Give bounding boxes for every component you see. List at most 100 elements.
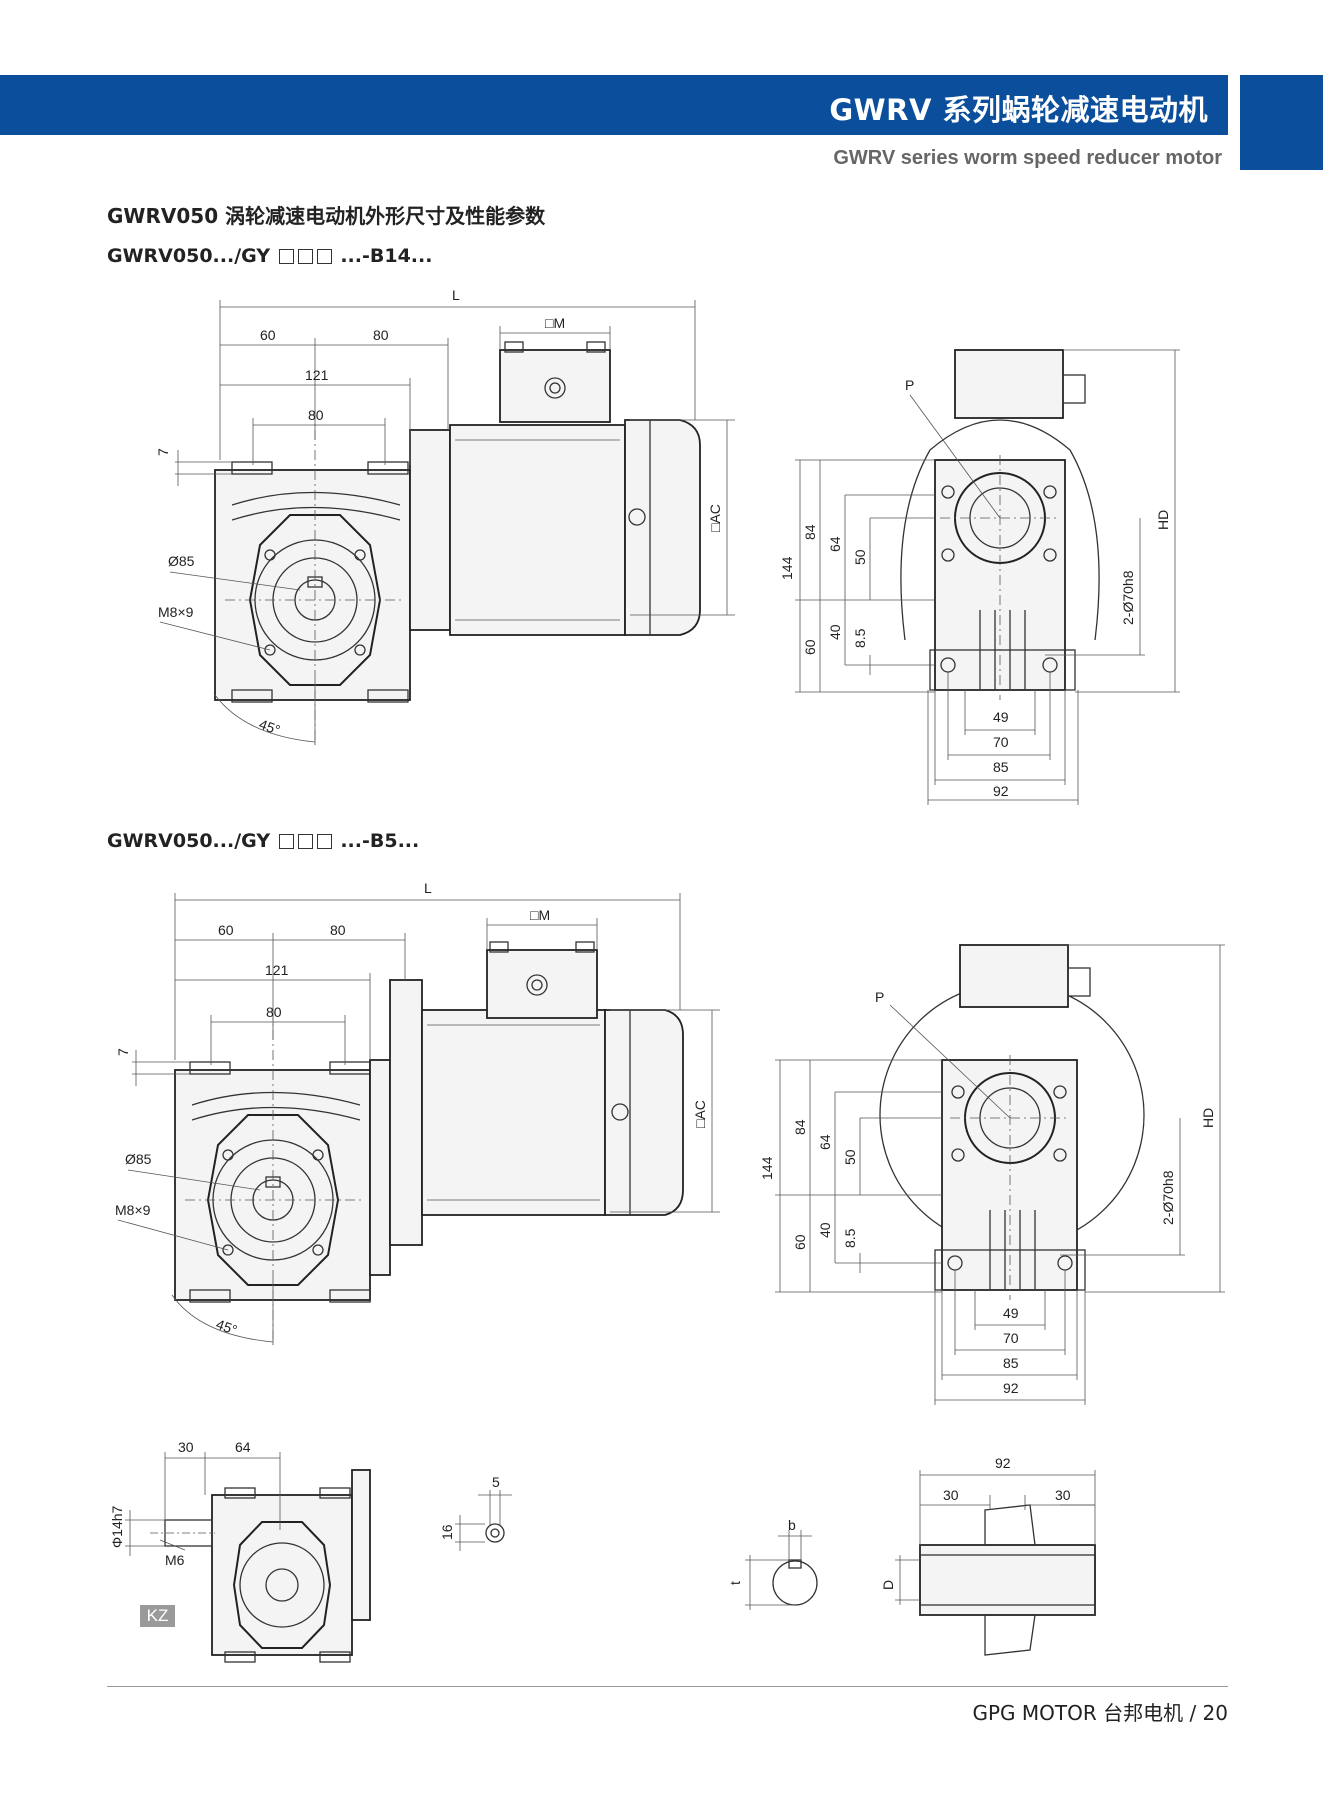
b5-dim-P: P	[875, 989, 884, 1005]
b5-side-view: L 60 80 121 80 □M 7 □AC Ø85 M8×9 45°	[115, 880, 720, 1345]
b5-dim-HD: HD	[1200, 1108, 1216, 1128]
b5-end-terminal-box	[959, 944, 1069, 1008]
b14-dim-85: 85	[993, 759, 1009, 775]
code-box-icon	[297, 834, 313, 849]
b14-dim-80b: 80	[308, 407, 324, 423]
key-dim-t: t	[727, 1581, 743, 1585]
b14-dim-7: 7	[155, 448, 171, 456]
kz-dim-phi14: Φ14h7	[109, 1505, 125, 1548]
b5-dim-144: 144	[759, 1156, 775, 1180]
kz-dim-64: 64	[235, 1439, 251, 1455]
b5-dim-70: 70	[1003, 1330, 1019, 1346]
b14-dim-121: 121	[305, 367, 329, 383]
b14-dim-84: 84	[802, 524, 818, 540]
b5-dim-50: 50	[842, 1149, 858, 1165]
b14-motor-body	[449, 424, 626, 636]
b5-flange	[389, 979, 423, 1246]
b5-dim-7: 7	[115, 1048, 131, 1056]
b5-motor-body	[421, 1009, 606, 1216]
b5-dim-121: 121	[265, 962, 289, 978]
model-b5-suffix: ...-B5...	[340, 830, 420, 852]
code-box-icon	[278, 249, 294, 264]
b14-gearbox-housing	[214, 469, 411, 701]
kz-view: 30 64 Φ14h7 M6	[109, 1439, 371, 1663]
hollow-shaft-section: 92 30 30 D	[880, 1455, 1096, 1656]
b5-end-view: P 144 84 64 50 60 40 8.5 HD 2-Ø70h8 49	[759, 944, 1225, 1405]
b5-dim-60: 60	[218, 922, 234, 938]
b14-dim-phi85: Ø85	[168, 553, 195, 569]
b14-dim-HD: HD	[1155, 510, 1171, 530]
shaft-dim-30-right: 30	[1055, 1487, 1071, 1503]
b5-dim-AC: □AC	[692, 1100, 708, 1128]
b5-dim-80: 80	[330, 922, 346, 938]
model-b14-suffix: ...-B14...	[340, 245, 433, 267]
b14-dim-64: 64	[827, 536, 843, 552]
kz-dim-30: 30	[178, 1439, 194, 1455]
b5-dim-80b: 80	[266, 1004, 282, 1020]
code-box-icon	[316, 834, 332, 849]
b5-dim-85: 85	[1003, 1355, 1019, 1371]
b14-dim-angle: 45°	[257, 716, 282, 738]
code-box-icon	[316, 249, 332, 264]
b14-dim-92: 92	[993, 783, 1009, 799]
b14-dim-80: 80	[373, 327, 389, 343]
b14-dim-M: □M	[545, 315, 565, 331]
b5-dim-60v: 60	[792, 1234, 808, 1250]
b14-dim-P: P	[905, 377, 914, 393]
b5-dim-92: 92	[1003, 1380, 1019, 1396]
kz-key-detail: 5 16	[439, 1474, 512, 1551]
b5-dim-40: 40	[817, 1222, 833, 1238]
page-title: GWRV 系列蜗轮减速电动机	[829, 93, 1208, 127]
b14-dim-60v: 60	[802, 639, 818, 655]
header-bar: GWRV 系列蜗轮减速电动机	[0, 75, 1228, 135]
b14-dim-AC: □AC	[707, 504, 723, 532]
b5-dim-m8: M8×9	[115, 1202, 151, 1218]
model-b5-prefix: GWRV050.../GY	[107, 830, 271, 852]
b5-dim-8-5: 8.5	[842, 1228, 858, 1248]
b5-dim-phi85: Ø85	[125, 1151, 152, 1167]
b5-dim-49: 49	[1003, 1305, 1019, 1321]
model-b5-title: GWRV050.../GY ...-B5...	[107, 830, 419, 852]
b14-dim-L: L	[452, 287, 460, 303]
section-title: GWRV050 涡轮减速电动机外形尺寸及性能参数	[107, 204, 546, 228]
footer-divider	[107, 1686, 1228, 1687]
shaft-dim-92: 92	[995, 1455, 1011, 1471]
b14-end-terminal-box	[954, 349, 1064, 419]
b5-terminal-box	[486, 949, 598, 1019]
b14-dim-40: 40	[827, 624, 843, 640]
b14-dim-60: 60	[260, 327, 276, 343]
b5-gearbox-housing	[174, 1069, 371, 1301]
shaft-dim-30-left: 30	[943, 1487, 959, 1503]
b14-dim-m8: M8×9	[158, 604, 194, 620]
kz-dim-16: 16	[439, 1524, 455, 1540]
shaft-key-detail: b t	[727, 1517, 818, 1610]
page-subtitle: GWRV series worm speed reducer motor	[833, 147, 1222, 169]
b14-dim-8-5: 8.5	[852, 628, 868, 648]
code-box-icon	[297, 249, 313, 264]
b14-dim-50: 50	[852, 549, 868, 565]
key-dim-b: b	[788, 1517, 796, 1533]
b14-dim-144: 144	[779, 556, 795, 580]
model-b14-prefix: GWRV050.../GY	[107, 245, 271, 267]
b5-dim-angle: 45°	[214, 1316, 239, 1338]
b14-terminal-box	[499, 349, 611, 423]
code-box-icon	[278, 834, 294, 849]
b14-side-view: L 60 80 121 80 □M 7 □AC Ø85 M8×9 45	[155, 287, 735, 745]
b5-dim-M: □M	[530, 907, 550, 923]
side-tab	[1240, 75, 1323, 170]
b14-dim-70: 70	[993, 734, 1009, 750]
b14-dim-70h8: 2-Ø70h8	[1120, 570, 1136, 625]
shaft-dim-D: D	[880, 1580, 896, 1590]
b14-end-view: P 144 84 64 50 60 40 8.5 HD 2-Ø70h8 49	[779, 349, 1180, 805]
b5-dim-64: 64	[817, 1134, 833, 1150]
model-b14-title: GWRV050.../GY ...-B14...	[107, 245, 432, 267]
b5-dim-L: L	[424, 880, 432, 896]
b14-dim-49: 49	[993, 709, 1009, 725]
kz-label: KZ	[140, 1605, 175, 1627]
b5-dim-70h8: 2-Ø70h8	[1160, 1170, 1176, 1225]
kz-dim-m6: M6	[165, 1552, 185, 1568]
kz-dim-5: 5	[492, 1474, 500, 1490]
b5-dim-84: 84	[792, 1119, 808, 1135]
page-footer: GPG MOTOR 台邦电机 / 20	[972, 1701, 1228, 1725]
